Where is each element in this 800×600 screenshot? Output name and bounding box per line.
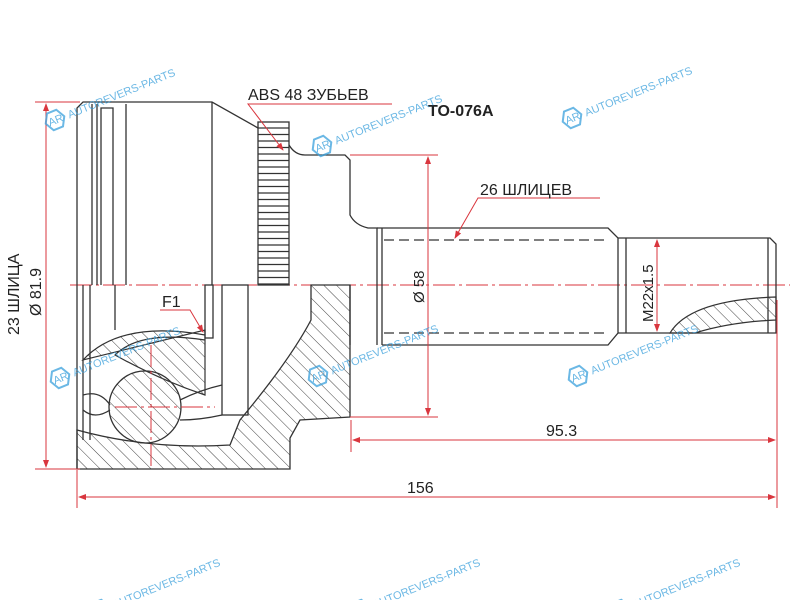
watermark-text: AUTOREVERS-PARTS [583,65,694,119]
ar-logo-icon [311,134,333,158]
watermark-logo-text: AR [570,368,589,385]
abs-label: ABS 48 ЗУБЬЕВ [248,87,369,104]
dimension-seal-diameter [350,154,438,418]
total-length-label: 156 [407,480,434,497]
outer-splines-label: 23 ШЛИЦА [6,253,23,335]
part-number: TO-076A [428,103,494,120]
abs-ring [257,121,290,286]
watermark-logo-text: AR [52,370,71,387]
watermark-logo-text: AR [47,112,66,129]
shaft-length-label: 95.3 [546,423,577,440]
watermark-text: AUTOREVERS-PARTS [66,67,177,121]
f1-leader [160,309,204,333]
neck-and-shaft-upper [288,144,777,346]
ar-logo-icon [44,108,66,132]
watermark-text: AUTOREVERS-PARTS [589,323,700,377]
watermark-logo-text: AR [564,110,583,127]
outer-bell-section [76,284,351,470]
ar-logo-icon [561,106,583,130]
dimension-shaft-length [350,300,778,508]
seal-diameter-label: Ø 58 [411,270,428,303]
dimension-total-length [76,470,776,508]
watermark-text: AUTOREVERS-PARTS [631,557,742,600]
ar-logo-icon [567,364,589,388]
watermark-logo-text: AR [314,138,333,155]
watermark-logo-text: AR [310,368,329,385]
abs-leader [246,103,392,151]
outer-bell-upper [76,101,259,285]
outer-diameter-label: Ø 81.9 [28,268,45,316]
ar-logo-icon [49,366,71,390]
watermark-text: AUTOREVERS-PARTS [111,557,222,600]
thread-label: M22x1.5 [640,264,657,322]
ar-logo-icon [307,364,329,388]
inner-splines-label: 26 ШЛИЦЕВ [480,182,572,199]
f1-label: F1 [162,294,181,311]
splines-leader [454,197,600,239]
thread-section [668,296,777,334]
watermark-text: AUTOREVERS-PARTS [371,557,482,600]
dimension-outer-diameter [35,101,80,470]
